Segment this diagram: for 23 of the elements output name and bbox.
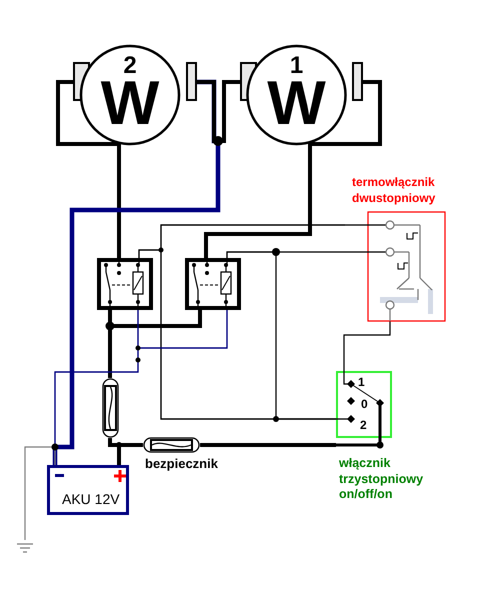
switch-position-label: 1: [358, 376, 365, 388]
wire: [160, 224, 345, 420]
battery-symbol: [47, 465, 129, 515]
fuse-symbol: [102, 378, 119, 438]
wire: [137, 310, 228, 349]
switch-position-label: 0: [361, 398, 368, 410]
wire: [24, 446, 56, 540]
motor-symbol: [240, 45, 363, 145]
switch-position-label: 2: [360, 419, 367, 431]
wire: [204, 80, 382, 258]
fuse-symbol: [143, 437, 200, 453]
wire: [343, 321, 391, 371]
component-heading: termowłącznik dwustopniowy: [352, 175, 436, 206]
battery-label: AKU 12V: [62, 492, 120, 506]
wire: [52, 80, 220, 465]
wire: [56, 80, 121, 258]
relay-symbol: [185, 258, 241, 310]
component-caption: bezpiecznik: [145, 457, 218, 470]
wire: [200, 443, 336, 447]
wire: [197, 80, 240, 143]
relay-symbol: [97, 258, 153, 310]
component-caption: włącznik trzystopniowy on/off/on: [339, 456, 424, 503]
motor-symbol: [73, 45, 197, 145]
